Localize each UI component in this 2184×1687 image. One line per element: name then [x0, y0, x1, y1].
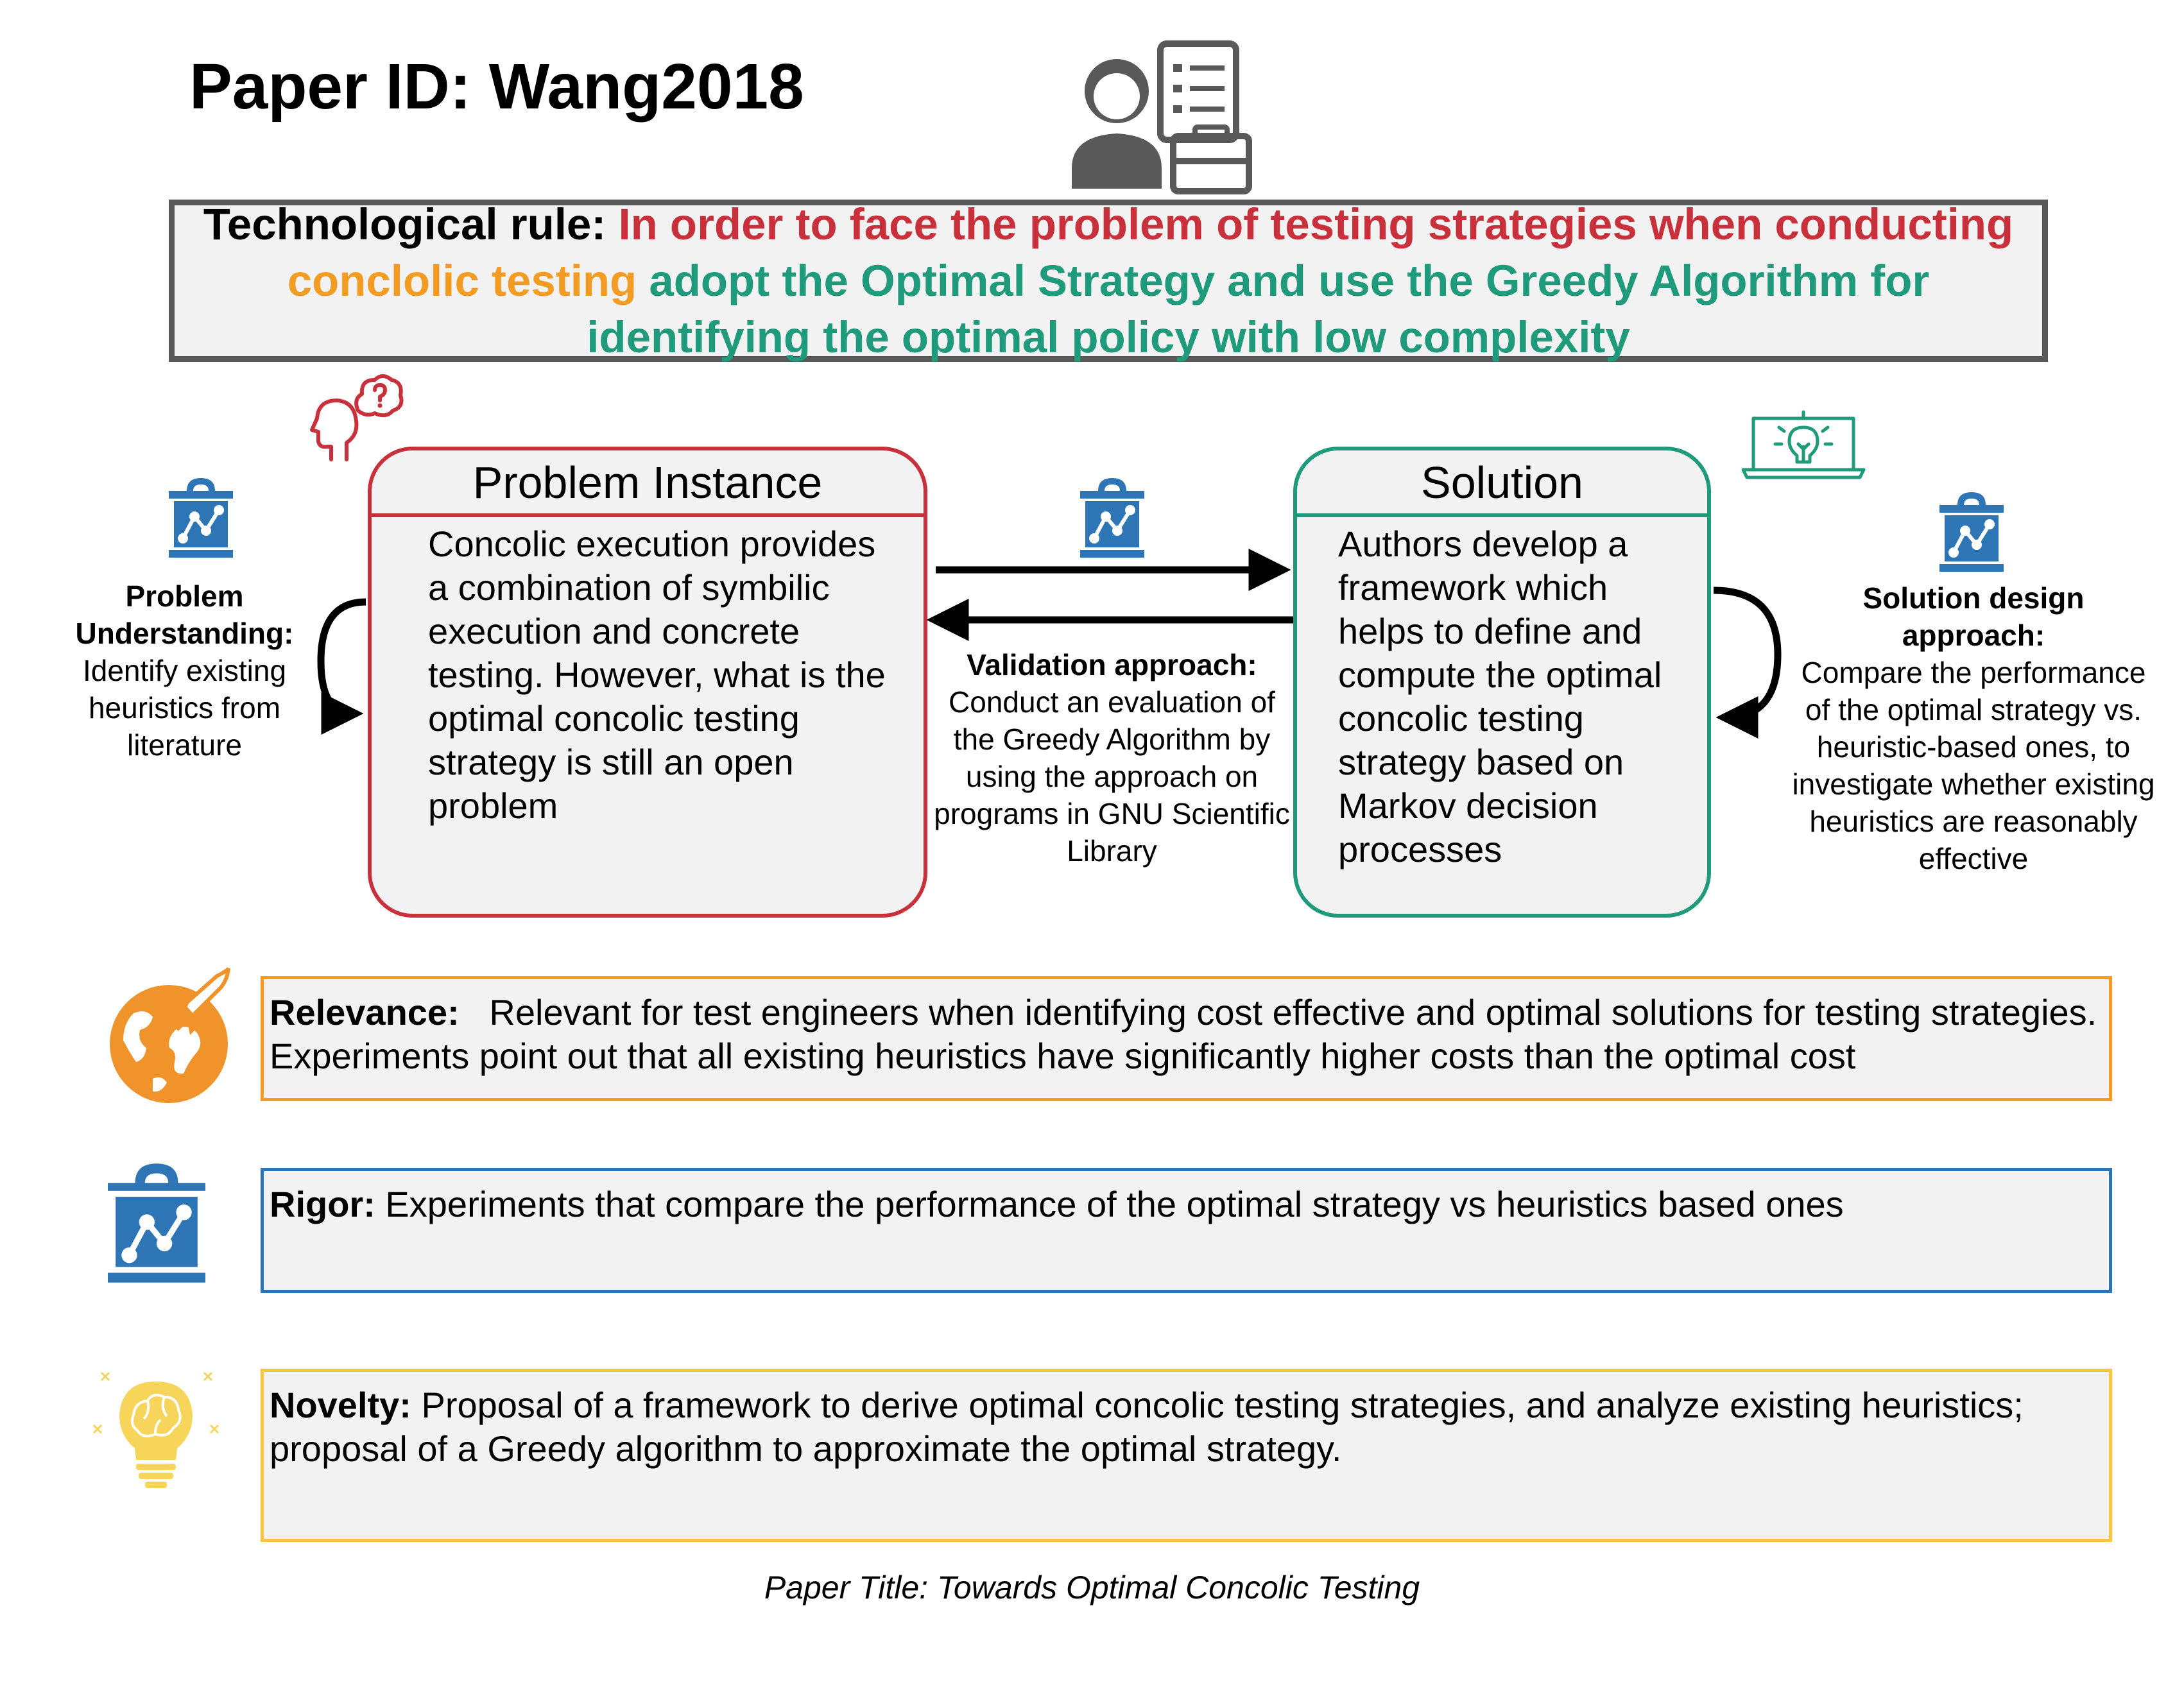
technological-rule-text: Technological rule: In order to face the…	[178, 196, 2039, 366]
rule-context: conclolic testing	[287, 255, 637, 305]
rigor-label: Rigor:	[270, 1184, 375, 1224]
novelty-text: Proposal of a framework to derive optima…	[270, 1385, 2024, 1469]
rigor-box: Rigor: Experiments that compare the perf…	[261, 1168, 2112, 1293]
globe-rocket-icon	[110, 967, 230, 1103]
solution-card: Solution Authors develop a framework whi…	[1293, 447, 1711, 918]
problem-understanding-chart-icon	[169, 478, 233, 558]
solution-design-label: Solution design approach:	[1862, 581, 2085, 652]
rule-label: Technological rule:	[203, 199, 606, 249]
solution-text: Authors develop a framework which helps …	[1338, 524, 1662, 869]
rule-solution: adopt the Optimal Strategy and use the G…	[587, 255, 1930, 362]
problem-understanding-desc: Identify existing heuristics from litera…	[82, 654, 287, 762]
solution-title: Solution	[1297, 450, 1707, 517]
relevance-text: Relevant for test engineers when identif…	[270, 992, 2097, 1076]
rigor-text: Experiments that compare the performance…	[385, 1184, 1844, 1224]
brain-lightbulb-icon	[92, 1371, 219, 1488]
problem-instance-title: Problem Instance	[372, 450, 924, 517]
technological-rule-box: Technological rule: In order to face the…	[169, 200, 2048, 362]
validation-chart-icon	[1080, 478, 1144, 558]
laptop-lightbulb-icon	[1741, 410, 1866, 479]
paper-title: Paper Title: Towards Optimal Concolic Te…	[764, 1570, 1420, 1606]
relevance-label: Relevance:	[270, 992, 460, 1032]
problem-understanding-loop-arrow	[317, 598, 366, 735]
validation-label: Validation approach:	[967, 648, 1257, 681]
business-person-icon	[1072, 40, 1252, 194]
validation-desc: Conduct an evaluation of the Greedy Algo…	[934, 685, 1290, 868]
problem-instance-text: Concolic execution provides a combinatio…	[428, 524, 886, 826]
problem-understanding-text: Problem Understanding: Identify existing…	[64, 578, 305, 764]
validation-text: Validation approach: Conduct an evaluati…	[931, 646, 1293, 869]
solution-design-text: Solution design approach: Compare the pe…	[1791, 579, 2156, 877]
problem-understanding-label: Problem Understanding:	[75, 579, 294, 650]
rule-problem: In order to face the problem of testing …	[618, 199, 2014, 249]
problem-instance-card: Problem Instance Concolic execution prov…	[368, 447, 927, 918]
solution-design-chart-icon	[1939, 492, 2004, 572]
novelty-label: Novelty:	[270, 1385, 411, 1425]
novelty-box: Novelty: Proposal of a framework to deri…	[261, 1369, 2112, 1542]
thinking-head-icon	[310, 374, 404, 461]
solution-design-desc: Compare the performance of the optimal s…	[1792, 656, 2155, 875]
solution-design-loop-arrow	[1713, 587, 1782, 739]
paper-id-title: Paper ID: Wang2018	[189, 51, 804, 123]
relevance-box: Relevance: Relevant for test engineers w…	[261, 976, 2112, 1101]
rigor-chart-icon	[108, 1163, 205, 1283]
